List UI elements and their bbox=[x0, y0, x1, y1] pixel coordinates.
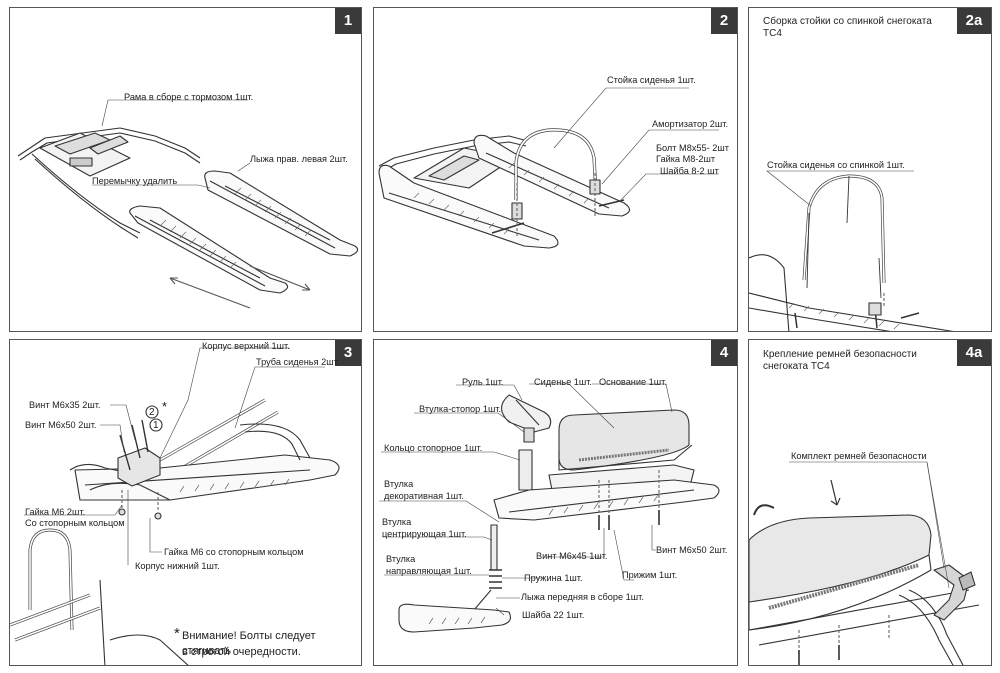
label-center-sleeve-2: центрирующая 1шт. bbox=[382, 529, 467, 539]
label-guide-sleeve-1: Втулка bbox=[386, 554, 416, 564]
panel-title-line-1: Крепление ремней безопасности bbox=[763, 349, 917, 360]
label-lower-body: Корпус нижний 1шт. bbox=[135, 561, 220, 571]
seat-post-drawing bbox=[378, 87, 719, 249]
label-washer: Шайба 8-2 шт bbox=[660, 166, 719, 176]
label-front-ski: Лыжа передняя в сборе 1шт. bbox=[521, 592, 644, 602]
panel-number-badge: 2 bbox=[711, 8, 737, 34]
label-nut-m6-stop: Гайка М6 со стопорным кольцом bbox=[164, 547, 304, 557]
label-star: * bbox=[162, 399, 168, 414]
label-nut-m6: Гайка М6 2шт. bbox=[25, 507, 86, 517]
label-post-back: Стойка сиденья со спинкой 1шт. bbox=[767, 160, 905, 170]
label-guide-sleeve-2: направляющая 1шт. bbox=[386, 566, 472, 576]
warning-star: * bbox=[174, 625, 180, 642]
label-handlebar: Руль 1шт. bbox=[462, 377, 504, 387]
label-screw-50: Винт М6х50 2шт. bbox=[656, 545, 728, 555]
panel-2: 2 bbox=[373, 7, 738, 332]
label-step-2: 2 bbox=[149, 407, 155, 418]
panel-2a: 2а Сборка стойки со спинкой снегоката ТС… bbox=[748, 7, 992, 332]
panel-title-line-2: снегоката ТС4 bbox=[763, 361, 830, 372]
panel-number-badge: 2а bbox=[957, 8, 991, 34]
label-bridge: Перемычку удалить bbox=[92, 176, 178, 186]
panel-number-badge: 4 bbox=[711, 340, 737, 366]
steering-assembly-drawing bbox=[379, 383, 720, 633]
panel-number-badge: 3 bbox=[335, 340, 361, 366]
sled-frame-drawing bbox=[17, 99, 359, 309]
label-retaining-ring: Кольцо стопорное 1шт. bbox=[384, 443, 483, 453]
label-step-1: 1 bbox=[153, 420, 159, 431]
label-screw-45: Винт М6х45 1шт. bbox=[536, 551, 608, 561]
label-bolt: Болт М8х55- 2шт bbox=[656, 143, 729, 153]
panel-3: 3 bbox=[9, 339, 362, 666]
warning-line-2: в строгой очередности. bbox=[182, 646, 301, 658]
body-assembly-drawing bbox=[10, 347, 340, 665]
label-seat-post: Стойка сиденья 1шт. bbox=[607, 75, 696, 85]
seat-belt-drawing bbox=[749, 461, 980, 665]
label-seat: Сиденье 1шт. bbox=[534, 377, 592, 387]
label-screw-35: Винт М6х35 2шт. bbox=[29, 400, 101, 410]
panel-number-badge: 4а bbox=[957, 340, 991, 366]
panel-1: 1 bbox=[9, 7, 362, 332]
label-nut-m6-ring: Со стопорным кольцом bbox=[25, 518, 125, 528]
label-decor-sleeve-1: Втулка bbox=[384, 479, 414, 489]
label-screw-50: Винт М6х50 2шт. bbox=[25, 420, 97, 430]
panel-number-badge: 1 bbox=[335, 8, 361, 34]
label-skis: Лыжа прав. левая 2шт. bbox=[250, 154, 348, 164]
label-center-sleeve-1: Втулка bbox=[382, 517, 412, 527]
panel-4a: 4а Крепление ремней безопасности снегока… bbox=[748, 339, 992, 666]
label-frame: Рама в сборе с тормозом 1шт. bbox=[124, 92, 254, 102]
label-upper-body: Корпус верхний 1шт. bbox=[202, 341, 290, 351]
label-decor-sleeve-2: декоративная 1шт. bbox=[384, 491, 464, 501]
label-base: Основание 1шт. bbox=[599, 377, 667, 387]
panel-4: 4 bbox=[373, 339, 738, 666]
label-seat-tube: Труба сиденья 2шт. bbox=[256, 357, 340, 367]
label-washer-22: Шайба 22 1шт. bbox=[522, 610, 585, 620]
panel-title: Сборка стойки со спинкой снегоката ТС4 bbox=[763, 16, 932, 39]
label-clamp: Прижим 1шт. bbox=[622, 570, 678, 580]
label-shock: Амортизатор 2шт. bbox=[652, 119, 729, 129]
warning-line-1: Внимание! Болты следует стягивать bbox=[182, 630, 316, 657]
label-nut: Гайка М8-2шт bbox=[656, 154, 716, 164]
label-spring: Пружина 1шт. bbox=[524, 573, 583, 583]
seat-post-back-drawing bbox=[749, 170, 954, 331]
label-belt-kit: Комплект ремней безопасности bbox=[791, 451, 927, 461]
label-stopper-sleeve: Втулка-стопор 1шт. bbox=[419, 404, 502, 414]
